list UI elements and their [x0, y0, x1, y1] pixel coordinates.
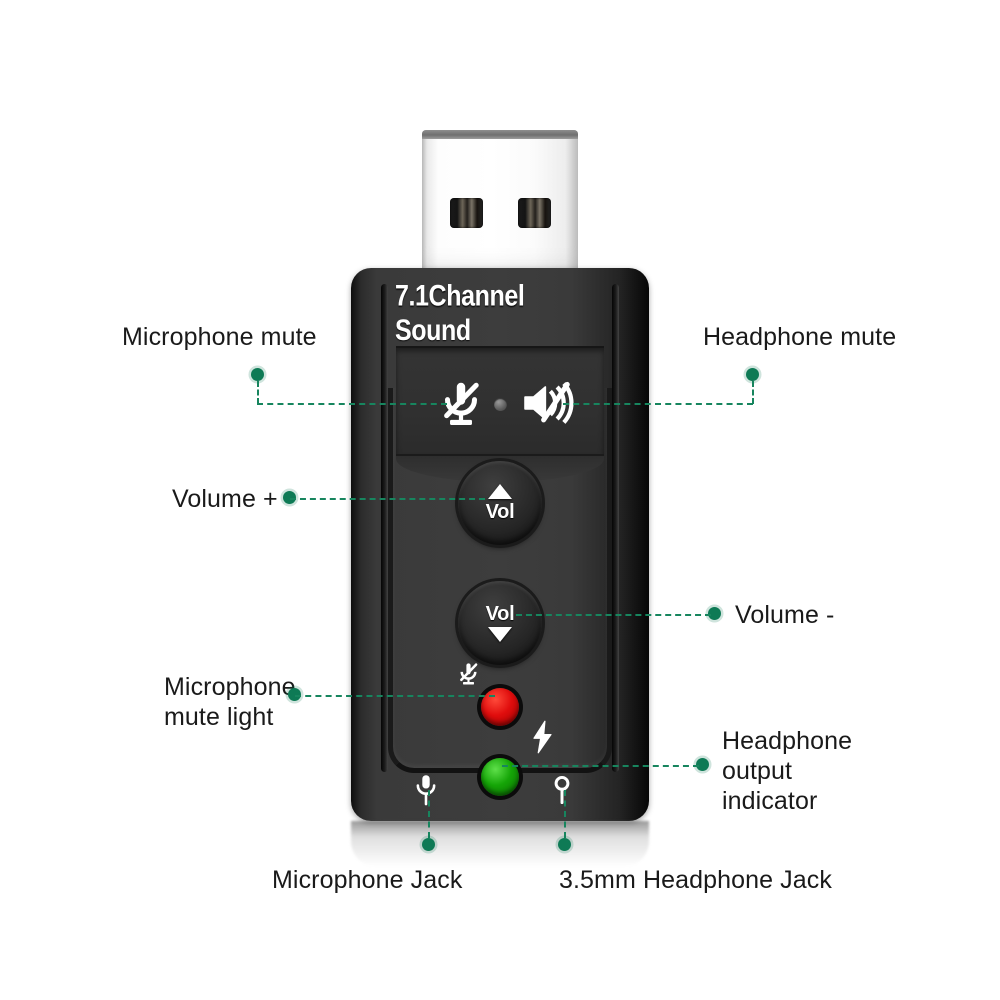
microphone-mute-led: [481, 688, 519, 726]
callout-headphone-output-indicator: Headphone output indicator: [722, 727, 853, 815]
microphone-mute-icon[interactable]: [434, 376, 488, 430]
leader-line-headphone-jack: [564, 790, 566, 838]
leader-dot-volume-down: [708, 607, 721, 620]
triangle-up-icon: [488, 484, 512, 499]
leader-line-volume-down: [516, 614, 711, 616]
usb-plug: [422, 130, 578, 280]
leader-line-volume-up: [290, 498, 485, 500]
usb-contact-cutout-right: [518, 198, 551, 228]
leader-dot-headphone-jack: [558, 838, 571, 851]
leader-line-microphone-mute-v: [257, 381, 259, 404]
leader-line-microphone-mute-h: [257, 403, 447, 405]
leader-line-headphone-output-indicator: [502, 765, 699, 767]
callout-volume-down: Volume -: [735, 601, 835, 629]
headphone-jack-icon: [554, 775, 570, 805]
usb-contact-cutout-left: [450, 198, 483, 228]
leader-line-headphone-mute-h: [563, 403, 753, 405]
callout-volume-up: Volume +: [172, 485, 278, 513]
microphone-jack-icon: [416, 775, 436, 806]
leader-line-headphone-mute-v: [752, 381, 754, 404]
leader-line-microphone-mute-light: [295, 695, 495, 697]
body-groove-left: [381, 284, 388, 772]
lightning-bolt-icon: [533, 720, 552, 754]
callout-headphone-jack: 3.5mm Headphone Jack: [559, 866, 832, 894]
brand-strip: 7.1Channel Sound: [395, 280, 605, 347]
triangle-down-icon: [488, 627, 512, 642]
leader-dot-microphone-jack: [422, 838, 435, 851]
volume-up-button[interactable]: Vol: [458, 461, 542, 545]
callout-microphone-mute: Microphone mute: [122, 323, 317, 351]
headphone-output-led: [481, 758, 519, 796]
leader-dot-volume-up: [283, 491, 296, 504]
callout-headphone-mute: Headphone mute: [703, 323, 897, 351]
volume-up-label: Vol: [485, 501, 515, 523]
callout-microphone-jack: Microphone Jack: [272, 866, 463, 894]
leader-dot-headphone-output-indicator: [696, 758, 709, 771]
leader-line-microphone-jack: [428, 790, 430, 838]
brand-text: 7.1Channel Sound: [395, 279, 525, 348]
leader-dot-headphone-mute: [746, 368, 759, 381]
volume-down-button[interactable]: Vol: [458, 581, 542, 665]
leader-dot-microphone-mute-light: [288, 688, 301, 701]
callout-microphone-mute-light: Microphone mute light: [164, 673, 296, 731]
sound-adapter-body: 7.1Channel Sound: [351, 268, 649, 821]
body-groove-right: [612, 284, 619, 772]
mute-icon-panel: [396, 346, 604, 458]
microphone-mute-icon: [460, 663, 478, 685]
volume-down-label: Vol: [485, 603, 515, 625]
usb-plug-lip: [422, 130, 578, 139]
status-pinhole: [494, 398, 507, 411]
leader-dot-microphone-mute: [251, 368, 264, 381]
device-reflection: [351, 821, 649, 867]
